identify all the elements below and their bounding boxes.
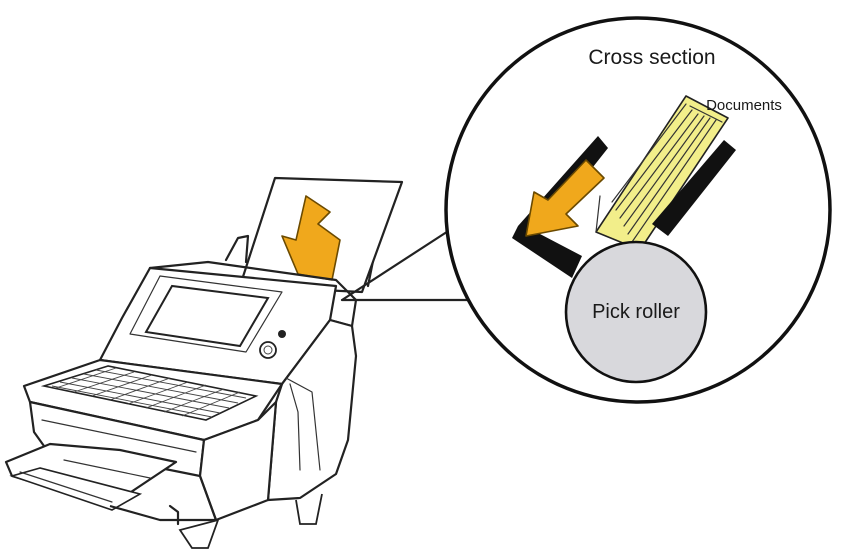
documents-stack	[595, 95, 729, 251]
cross-section-title: Cross section	[588, 46, 715, 69]
keyboard-keys	[51, 367, 247, 418]
chute-guide-left	[224, 234, 250, 264]
pick-roller-label: Pick roller	[592, 301, 680, 323]
documents-label: Documents	[706, 97, 782, 114]
indicator-led-icon	[278, 330, 286, 338]
pick-roller-icon	[564, 240, 708, 384]
callout-pointer	[340, 224, 476, 302]
scanner-side	[266, 318, 358, 502]
touch-screen	[144, 284, 270, 348]
fed-document	[238, 176, 404, 294]
scanner	[4, 176, 404, 549]
feed-direction-arrow-icon	[525, 159, 605, 237]
screen-bezel	[129, 275, 283, 353]
cross-section-callout: Cross section Pick roller Documents	[444, 16, 832, 404]
feed-guide-lower	[652, 140, 736, 236]
